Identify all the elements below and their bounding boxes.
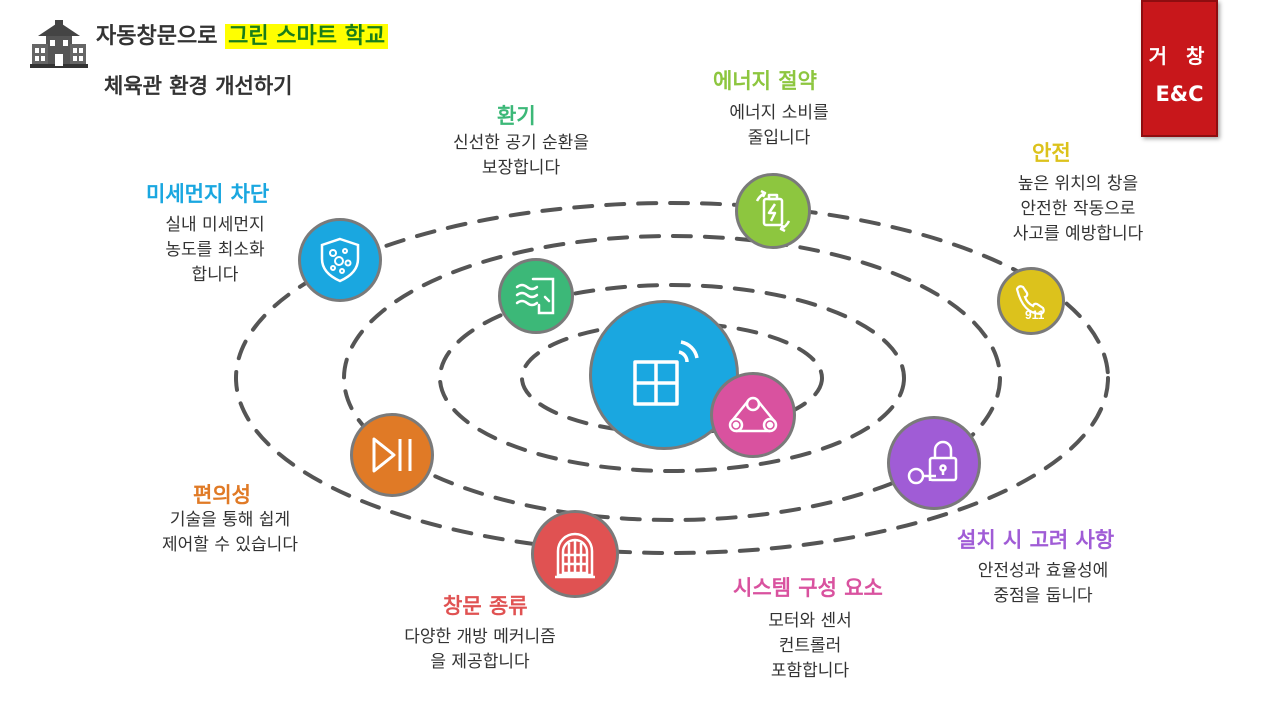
arched-window-icon xyxy=(555,532,595,579)
battery-recycle-icon xyxy=(755,189,791,233)
orbit-ring-third xyxy=(342,234,1002,522)
window-types-node[interactable] xyxy=(531,510,619,598)
fine-dust-title: 미세먼지 차단 xyxy=(146,182,270,206)
fine-dust-desc: 실내 미세먼지 농도를 최소화 합니다 xyxy=(165,215,265,285)
lock-key-icon xyxy=(907,440,958,485)
page-title-prefix: 자동창문으로 xyxy=(96,24,218,49)
brand-badge: 거 창 E&C xyxy=(1141,0,1218,137)
safety-desc: 높은 위치의 창을 안전한 작동으로 사고를 예방합니다 xyxy=(1012,174,1144,244)
ventilation-title: 환기 xyxy=(497,104,536,128)
ventilation-node[interactable] xyxy=(498,258,574,334)
smart-window-icon xyxy=(633,340,699,406)
phone-911-label: 911 xyxy=(1025,308,1045,322)
dust-shield-icon xyxy=(320,237,360,283)
play-pause-icon xyxy=(372,437,412,473)
window-types-title: 창문 종류 xyxy=(443,594,528,618)
system-components-title: 시스템 구성 요소 xyxy=(733,576,883,600)
page-title-highlight: 그린 스마트 학교 xyxy=(225,24,389,49)
brand-line-2: E&C xyxy=(1155,82,1204,106)
installation-desc: 안전성과 효율성에 중점을 둡니다 xyxy=(977,561,1109,606)
school-building-icon xyxy=(30,20,88,68)
fine-dust-node[interactable] xyxy=(298,218,382,302)
page-subtitle: 체육관 환경 개선하기 xyxy=(104,74,293,98)
air-flow-icon xyxy=(515,277,555,315)
page-title: 자동창문으로 그린 스마트 학교 xyxy=(96,18,389,50)
orbit-ring-second xyxy=(438,283,906,473)
convenience-title: 편의성 xyxy=(193,483,251,507)
phone-911-icon: 911 xyxy=(1015,285,1045,322)
brand-line-1: 거 창 xyxy=(1148,44,1211,68)
installation-node[interactable] xyxy=(887,416,981,510)
safety-title: 안전 xyxy=(1032,141,1071,165)
system-components-desc: 모터와 센서 컨트롤러 포함합니다 xyxy=(768,611,852,681)
energy-saving-node[interactable] xyxy=(735,173,811,249)
pulley-belt-icon xyxy=(728,396,778,433)
convenience-node[interactable] xyxy=(350,413,434,497)
installation-title: 설치 시 고려 사항 xyxy=(957,528,1115,552)
convenience-desc: 기술을 통해 쉽게 제어할 수 있습니다 xyxy=(162,510,298,555)
safety-node[interactable]: 911 xyxy=(997,267,1065,335)
system-components-node[interactable] xyxy=(710,372,796,458)
orbit-ring-outer xyxy=(234,201,1110,555)
ventilation-desc: 신선한 공기 순환을 보장합니다 xyxy=(453,133,589,178)
window-types-desc: 다양한 개방 메커니즘 을 제공합니다 xyxy=(404,627,556,672)
energy-saving-title: 에너지 절약 xyxy=(713,69,817,93)
energy-saving-desc: 에너지 소비를 줄입니다 xyxy=(729,103,829,148)
